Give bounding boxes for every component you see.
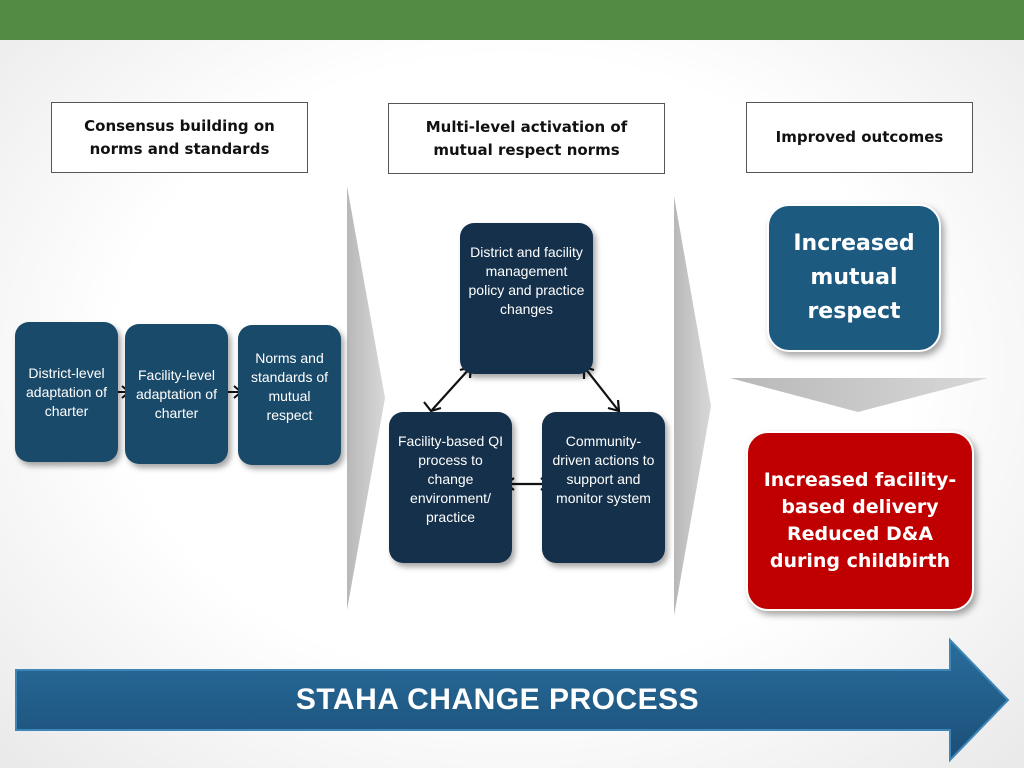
step-facility-adaptation: Facility-level adaptation of charter	[125, 324, 228, 464]
cycle-management-policy: District and facility management policy …	[460, 223, 593, 374]
outcome-facility-delivery: Increased facility-based delivery Reduce…	[746, 431, 974, 611]
header-activation: Multi-level activation of mutual respect…	[388, 103, 665, 174]
cycle-arrow-left	[431, 367, 471, 411]
outcome-mutual-respect: Increased mutual respect	[767, 204, 941, 352]
cycle-arrow-right	[584, 367, 619, 411]
banner-arrow	[15, 637, 1010, 763]
step-norms-standards: Norms and standards of mutual respect	[238, 325, 341, 465]
stage-chevron-1	[347, 186, 385, 610]
stage-chevron-2	[674, 196, 711, 616]
header-consensus: Consensus building on norms and standard…	[51, 102, 308, 173]
cycle-facility-qi: Facility-based QI process to change envi…	[389, 412, 512, 563]
cycle-community-actions: Community-driven actions to support and …	[542, 412, 665, 563]
header-outcomes: Improved outcomes	[746, 102, 973, 173]
banner-title: STAHA CHANGE PROCESS	[295, 683, 700, 716]
down-chevron	[730, 378, 988, 412]
top-accent-bar	[0, 0, 1024, 40]
step-district-adaptation: District-level adaptation of charter	[15, 322, 118, 462]
